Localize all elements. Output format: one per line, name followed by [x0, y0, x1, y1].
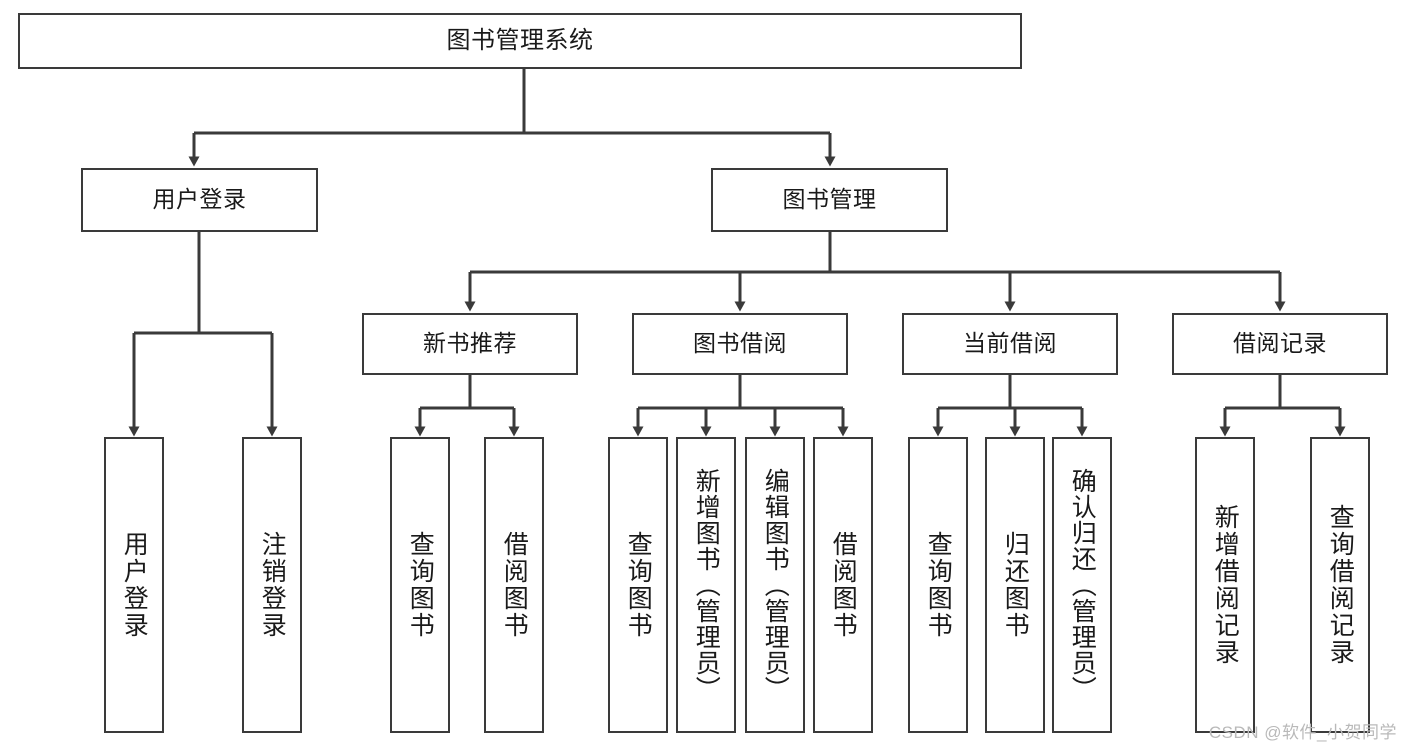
node-root-system[interactable]: 图书管理系统	[18, 13, 1022, 69]
node-current-borrow[interactable]: 当前借阅	[902, 313, 1118, 375]
node-label: 图书借阅	[693, 330, 787, 357]
leaf-return-book[interactable]: 归还图书	[985, 437, 1045, 733]
node-label: 新书推荐	[423, 330, 517, 357]
node-label: 查询图书	[406, 531, 435, 639]
node-label: 新增图书（管理员）	[692, 468, 721, 702]
leaf-edit-book-admin[interactable]: 编辑图书（管理员）	[745, 437, 805, 733]
leaf-user-logout[interactable]: 注销登录	[242, 437, 302, 733]
leaf-confirm-return-admin[interactable]: 确认归还（管理员）	[1052, 437, 1112, 733]
node-label: 图书管理系统	[446, 26, 594, 54]
leaf-borrow-book[interactable]: 借阅图书	[813, 437, 873, 733]
leaf-add-book-admin[interactable]: 新增图书（管理员）	[676, 437, 736, 733]
node-label: 用户登录	[152, 186, 247, 213]
leaf-query-book-recommend[interactable]: 查询图书	[390, 437, 450, 733]
node-label: 编辑图书（管理员）	[761, 468, 790, 702]
node-label: 用户登录	[120, 531, 149, 639]
node-label: 查询借阅记录	[1326, 504, 1355, 666]
node-borrow-record[interactable]: 借阅记录	[1172, 313, 1388, 375]
leaf-user-login[interactable]: 用户登录	[104, 437, 164, 733]
leaf-query-book-borrow[interactable]: 查询图书	[608, 437, 668, 733]
node-label: 查询图书	[624, 531, 653, 639]
leaf-query-borrow-record[interactable]: 查询借阅记录	[1310, 437, 1370, 733]
leaf-add-borrow-record[interactable]: 新增借阅记录	[1195, 437, 1255, 733]
node-label: 确认归还（管理员）	[1068, 468, 1097, 702]
node-new-book-recommend[interactable]: 新书推荐	[362, 313, 578, 375]
node-label: 查询图书	[924, 531, 953, 639]
node-user-login[interactable]: 用户登录	[81, 168, 318, 232]
node-label: 借阅图书	[500, 531, 529, 639]
node-book-manage[interactable]: 图书管理	[711, 168, 948, 232]
node-label: 图书管理	[782, 186, 877, 213]
node-label: 借阅图书	[829, 531, 858, 639]
node-label: 借阅记录	[1233, 330, 1327, 357]
node-label: 归还图书	[1001, 531, 1030, 639]
node-label: 当前借阅	[963, 330, 1057, 357]
node-book-borrow[interactable]: 图书借阅	[632, 313, 848, 375]
node-label: 新增借阅记录	[1211, 504, 1240, 666]
leaf-borrow-book-recommend[interactable]: 借阅图书	[484, 437, 544, 733]
leaf-query-book-current[interactable]: 查询图书	[908, 437, 968, 733]
node-label: 注销登录	[258, 531, 287, 639]
